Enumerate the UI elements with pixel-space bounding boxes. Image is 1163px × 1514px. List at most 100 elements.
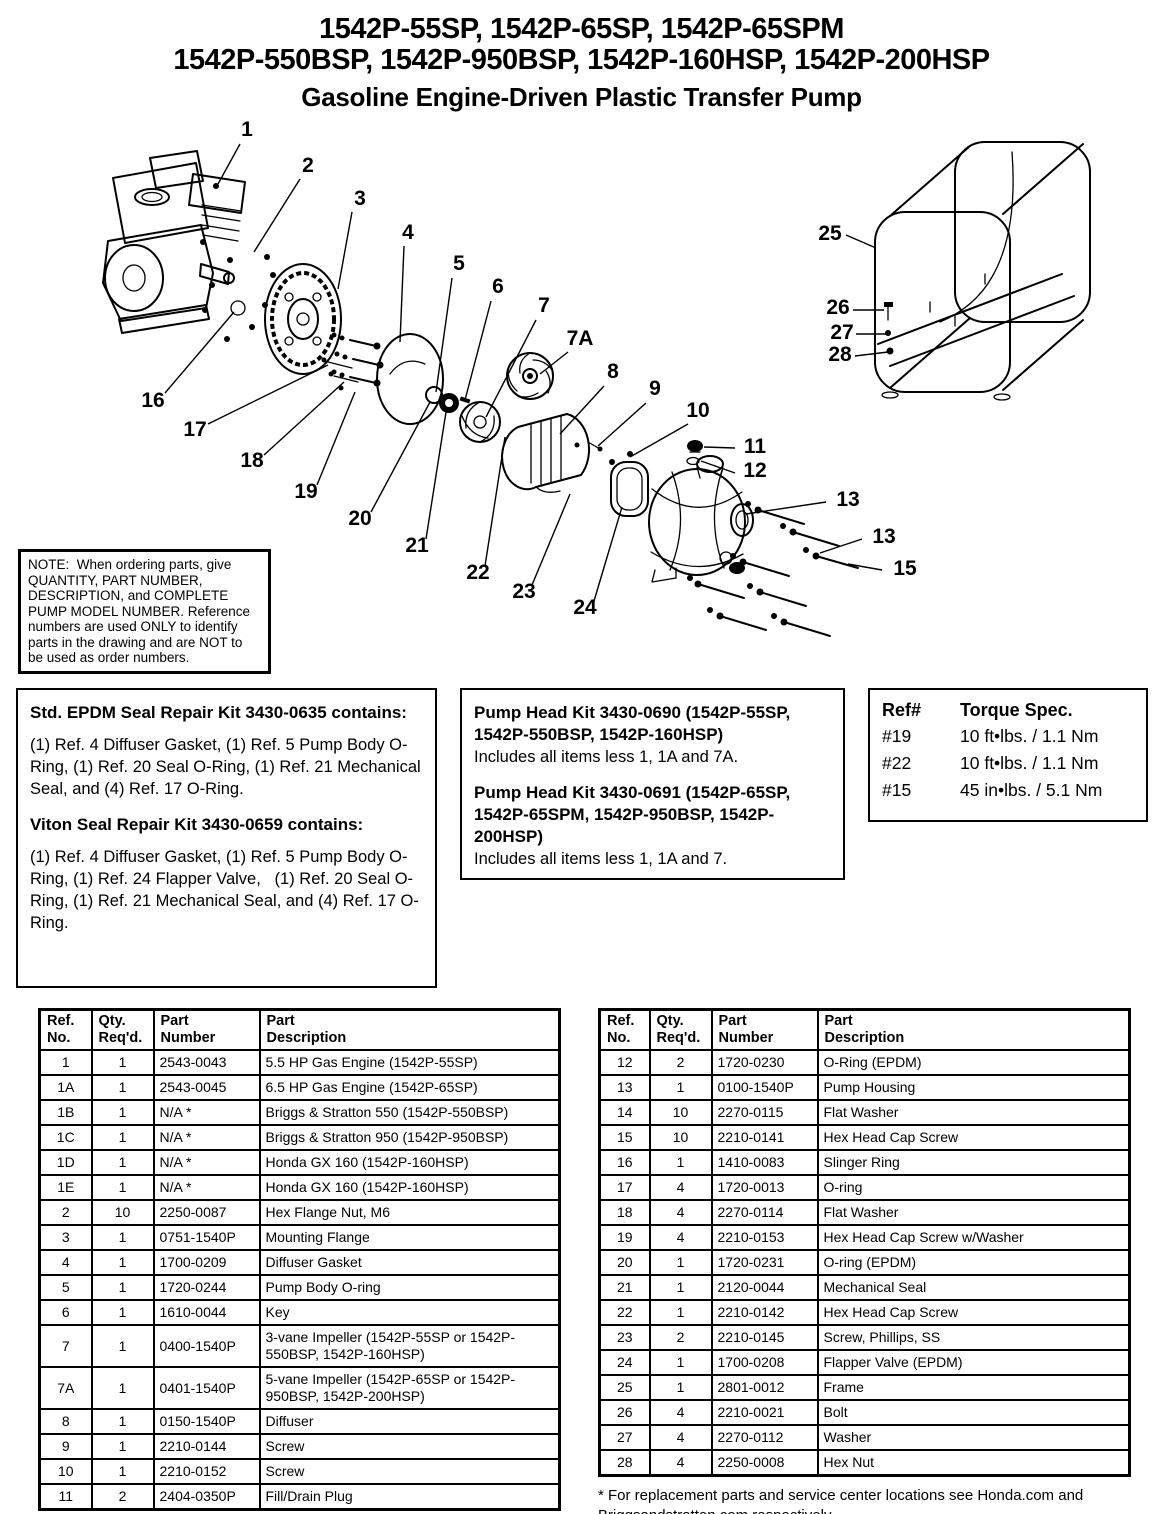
table-cell: Screw bbox=[258, 1433, 561, 1460]
callout-leader-24 bbox=[593, 506, 623, 602]
table-cell: 5-vane Impeller (1542P-65SP or 1542P-950… bbox=[258, 1366, 561, 1410]
table-cell: 27 bbox=[598, 1424, 651, 1451]
table-cell: 4 bbox=[38, 1249, 93, 1276]
table-cell: 4 bbox=[648, 1399, 713, 1426]
table-cell: 2543-0045 bbox=[152, 1074, 261, 1101]
table-cell: 10 bbox=[648, 1124, 713, 1151]
torque-col-spec: Torque Spec. bbox=[960, 700, 1073, 720]
table-cell: 10 ft•lbs. / 1.1 Nm bbox=[960, 726, 1099, 746]
table-cell: Pump Housing bbox=[816, 1074, 1131, 1101]
table-cell: 14 bbox=[598, 1099, 651, 1126]
page-title: 1542P-55SP, 1542P-65SP, 1542P-65SPM 1542… bbox=[0, 14, 1163, 113]
table-cell: 1 bbox=[90, 1458, 155, 1485]
callout-leader-4 bbox=[399, 245, 405, 343]
table-cell: 10 bbox=[90, 1199, 155, 1226]
callout-3: 3 bbox=[354, 187, 366, 210]
callout-leader-2 bbox=[253, 178, 301, 253]
callout-6: 6 bbox=[492, 275, 504, 298]
table-cell: 1700-0209 bbox=[152, 1249, 261, 1276]
engine-illustration bbox=[102, 150, 246, 334]
table-cell: 1 bbox=[90, 1049, 155, 1076]
table-cell: 3-vane Impeller (1542P-55SP or 1542P-550… bbox=[258, 1324, 561, 1368]
table-cell: 15 bbox=[598, 1124, 651, 1151]
table-cell: 4 bbox=[648, 1224, 713, 1251]
callout-11: 11 bbox=[744, 435, 767, 458]
table-cell: 4 bbox=[648, 1424, 713, 1451]
callout-leader-13 bbox=[819, 538, 863, 554]
table-cell: Hex Head Cap Screw w/Washer bbox=[816, 1224, 1131, 1251]
callout-16: 16 bbox=[141, 389, 164, 412]
callout-17: 17 bbox=[183, 418, 206, 441]
table-cell: 1 bbox=[648, 1274, 713, 1301]
table-cell: 20 bbox=[598, 1249, 651, 1276]
title-subtitle: Gasoline Engine-Driven Plastic Transfer … bbox=[301, 82, 862, 112]
table-cell: O-ring (EPDM) bbox=[816, 1249, 1131, 1276]
table-cell: Washer bbox=[816, 1424, 1131, 1451]
table-cell: 6.5 HP Gas Engine (1542P-65SP) bbox=[258, 1074, 561, 1101]
callout-24: 24 bbox=[573, 596, 597, 619]
callout-27: 27 bbox=[830, 321, 853, 344]
pump-head-kit2-heading: Pump Head Kit 3430-0691 (1542P-65SP, 154… bbox=[474, 783, 791, 846]
table-cell: #19 bbox=[882, 726, 912, 746]
table-cell: 4 bbox=[648, 1199, 713, 1226]
table-cell: 0751-1540P bbox=[152, 1224, 261, 1251]
table-cell: 1 bbox=[90, 1074, 155, 1101]
callout-9: 9 bbox=[649, 377, 661, 400]
table-cell: 9 bbox=[38, 1433, 93, 1460]
table-cell: 18 bbox=[598, 1199, 651, 1226]
frame-hexnut-shape bbox=[886, 347, 894, 355]
table-cell: O-ring bbox=[816, 1174, 1131, 1201]
table-cell: Hex Nut bbox=[816, 1449, 1131, 1477]
callout-leader-21 bbox=[425, 411, 447, 540]
table-cell: 2 bbox=[648, 1324, 713, 1351]
table-cell: Key bbox=[258, 1299, 561, 1326]
frame-bolt-shape bbox=[884, 302, 893, 307]
table-cell: 2210-0142 bbox=[710, 1299, 819, 1326]
callout-leader-9 bbox=[597, 402, 647, 447]
table-cell: Mounting Flange bbox=[258, 1224, 561, 1251]
table-cell: 2 bbox=[648, 1049, 713, 1076]
table-cell: 1720-0013 bbox=[710, 1174, 819, 1201]
callout-leader-8 bbox=[559, 385, 605, 435]
callout-7A: 7A bbox=[567, 327, 594, 350]
table-cell: 2210-0153 bbox=[710, 1224, 819, 1251]
callout-2: 2 bbox=[302, 154, 314, 177]
callout-13: 13 bbox=[836, 488, 859, 511]
table-cell: 5.5 HP Gas Engine (1542P-55SP) bbox=[258, 1049, 561, 1076]
table-cell: 2801-0012 bbox=[710, 1374, 819, 1401]
table-cell: 2210-0021 bbox=[710, 1399, 819, 1426]
table-cell: Pump Body O-ring bbox=[258, 1274, 561, 1301]
table-cell: 2543-0043 bbox=[152, 1049, 261, 1076]
table-cell: 16 bbox=[598, 1149, 651, 1176]
table-cell: Slinger Ring bbox=[816, 1149, 1131, 1176]
hex-nut-dots bbox=[200, 239, 276, 342]
table-cell: 1 bbox=[648, 1074, 713, 1101]
table-cell: 1 bbox=[648, 1374, 713, 1401]
table-cell: 1 bbox=[90, 1324, 155, 1368]
callout-leader-1 bbox=[217, 143, 241, 185]
viton-kit-heading: Viton Seal Repair Kit 3430-0659 contains… bbox=[30, 815, 364, 834]
table-cell: Diffuser bbox=[258, 1408, 561, 1435]
table-cell: 2 bbox=[38, 1199, 93, 1226]
table-cell: 1 bbox=[648, 1149, 713, 1176]
callout-leader-10 bbox=[629, 423, 689, 458]
table-cell: 2 bbox=[90, 1483, 155, 1511]
